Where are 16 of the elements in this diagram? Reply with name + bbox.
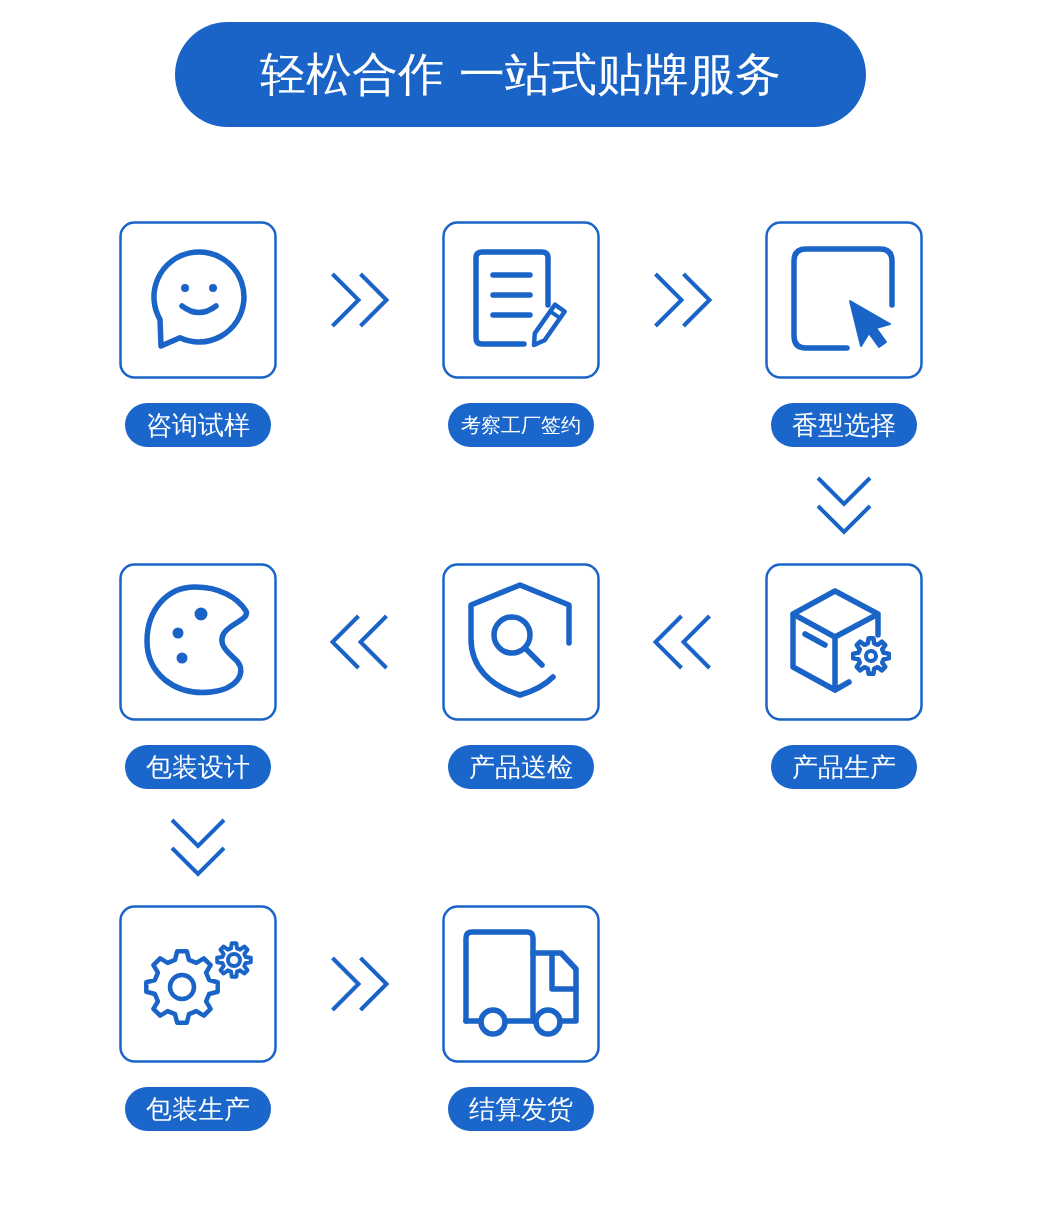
double-chevron-arrow <box>330 272 390 328</box>
step-label: 包装生产 <box>125 1087 271 1131</box>
double-chevron-arrow <box>330 956 390 1012</box>
double-chevron-arrow <box>329 614 389 670</box>
double-chevron-arrow <box>652 614 712 670</box>
double-chevron-arrow <box>170 818 226 877</box>
step-label: 咨询试样 <box>125 403 271 447</box>
step-label: 香型选择 <box>771 403 917 447</box>
step-label: 产品生产 <box>771 745 917 789</box>
double-chevron-arrow <box>653 272 713 328</box>
double-chevron-arrow <box>816 476 872 535</box>
step-label: 结算发货 <box>448 1087 594 1131</box>
step-label: 考察工厂签约 <box>448 403 594 447</box>
step-label: 产品送检 <box>448 745 594 789</box>
title-banner: 轻松合作 一站式贴牌服务 <box>175 22 866 127</box>
step-label: 包装设计 <box>125 745 271 789</box>
